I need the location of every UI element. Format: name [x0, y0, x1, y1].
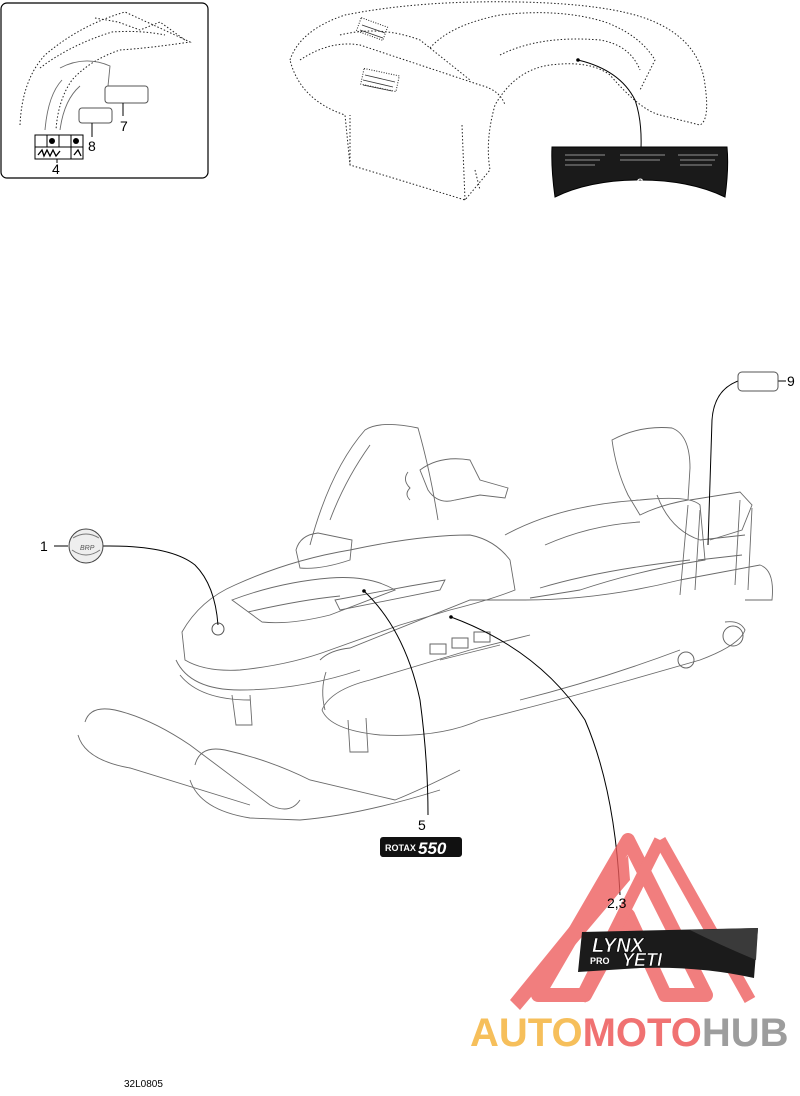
- inset-hood-outline: [19, 11, 192, 131]
- watermark-brand-text: AUTOMOTOHUB: [470, 1011, 789, 1055]
- decal-7-outline: [104, 85, 149, 104]
- callout-1: 1: [40, 538, 48, 554]
- decal-4-warning-label: [34, 134, 84, 160]
- decal-1-badge: BRP: [68, 528, 104, 564]
- decal-6-warning-label: 6: [551, 146, 729, 198]
- callout-9: 9: [787, 373, 795, 389]
- callout-4: 4: [52, 161, 60, 177]
- callout-8: 8: [88, 138, 96, 154]
- decal-9-outline: [737, 371, 779, 392]
- watermark-part-auto: AUTO: [470, 1011, 583, 1055]
- snowmobile-drawing: [77, 424, 773, 821]
- decal-lynx-suffix: YETI: [622, 950, 663, 970]
- callout-6: 6: [636, 175, 644, 191]
- leader-lines: [54, 380, 786, 896]
- decal-rotax-model: 550: [418, 839, 447, 858]
- watermark-logo-graphic: [510, 833, 756, 1010]
- callout-7: 7: [120, 118, 128, 134]
- callout-5: 5: [418, 817, 426, 833]
- drawing-reference: 32L0805: [124, 1079, 163, 1090]
- inset-panel: 7 8 4: [0, 2, 209, 179]
- watermark-part-moto: MOTO: [583, 1011, 702, 1055]
- decal-lynx-brand: LYNX: [592, 935, 646, 957]
- svg-text:BRP: BRP: [80, 545, 95, 552]
- callout-2-3: 2,3: [607, 895, 627, 911]
- decal-2-3-lynx-pro-yeti: LYNX PRO YETI: [578, 928, 758, 978]
- decal-lynx-line: PRO: [590, 956, 610, 966]
- decal-5-rotax: ROTAX 550: [380, 837, 462, 858]
- watermark-part-hub: HUB: [702, 1011, 789, 1055]
- decal-rotax-prefix: ROTAX: [385, 843, 416, 853]
- decal-8-outline: [78, 107, 113, 124]
- rear-body-outline: [289, 1, 708, 201]
